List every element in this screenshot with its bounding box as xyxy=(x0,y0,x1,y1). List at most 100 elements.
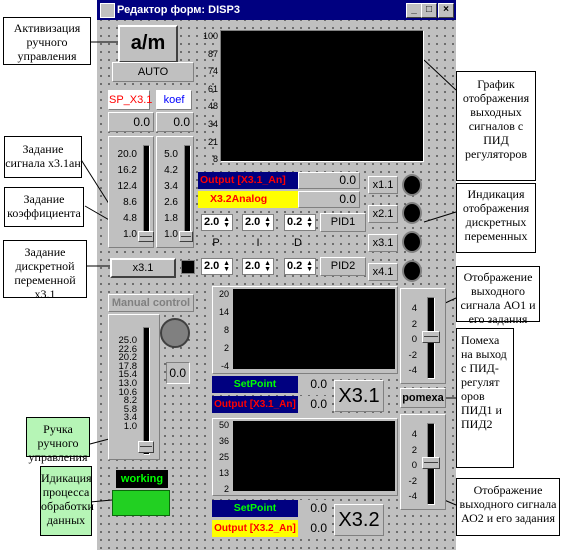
d-label: D xyxy=(294,237,302,249)
manual-tick: 20.2 xyxy=(118,352,138,364)
window-title: Редактор форм: DISP3 xyxy=(117,4,240,16)
indicator-x31-lamp xyxy=(402,231,422,253)
spinner-arrows-icon[interactable]: ▲▼ xyxy=(264,216,271,229)
pid1-p-spinner[interactable]: 2.0▲▼ xyxy=(201,214,233,231)
pid2-i-spinner[interactable]: 2.0▲▼ xyxy=(242,258,274,275)
pid2-p-value: 2.0 xyxy=(204,260,220,272)
sp-value: 0.0 xyxy=(108,112,154,132)
y-tick: 13 xyxy=(218,468,229,478)
ao2-setpoint-label: SetPoint xyxy=(212,500,298,517)
close-button[interactable]: × xyxy=(438,3,454,18)
sp-label: SP_X3.1 xyxy=(108,90,152,110)
manual-tick: 1.0 xyxy=(123,420,137,432)
manual-tick: 8.2 xyxy=(123,395,137,407)
ao2-big-label: X3.2 xyxy=(334,504,384,536)
y-tick: 74 xyxy=(207,66,218,77)
spinner-arrows-icon[interactable]: ▲▼ xyxy=(306,260,313,273)
pid1-i-spinner[interactable]: 2.0▲▼ xyxy=(242,214,274,231)
ao1-output-label: Output [X3.1_An] xyxy=(212,396,298,413)
sp-tick: 16.2 xyxy=(117,165,137,176)
y-tick: 87 xyxy=(207,48,218,59)
sp-slider-thumb[interactable] xyxy=(138,231,154,242)
y-tick: 8 xyxy=(223,325,229,335)
pid2-label: PID2 xyxy=(320,257,366,276)
window-titlebar: Редактор форм: DISP3 _ □ × xyxy=(97,0,456,20)
sp-tick: 1.0 xyxy=(123,229,137,240)
ao1-setpoint-value: 0.0 xyxy=(298,376,330,393)
callout-coefficient: Задание коэффициента xyxy=(4,187,84,227)
koef-slider-track[interactable] xyxy=(184,145,191,241)
auto-status: AUTO xyxy=(112,62,194,82)
y-tick: 34 xyxy=(207,118,218,129)
indicator-x31-label: x3.1 xyxy=(368,234,398,252)
manual-tick: 10.6 xyxy=(118,386,138,398)
noise-tick: 4 xyxy=(411,303,417,314)
app-icon xyxy=(100,3,115,18)
noise-tick: 0 xyxy=(411,460,417,472)
indicator-x41-label: x4.1 xyxy=(368,263,398,281)
y-tick: 50 xyxy=(218,420,229,430)
sp-tick: 8.6 xyxy=(123,197,137,208)
pid2-i-value: 2.0 xyxy=(245,260,261,272)
noise-tick: 2 xyxy=(411,444,417,456)
callout-discrete-variable: Задание дискретной переменной x3.1 xyxy=(3,240,87,301)
manual-tick: 13.0 xyxy=(118,377,138,389)
x31-indicator xyxy=(181,260,195,274)
koef-value: 0.0 xyxy=(156,112,194,132)
manual-slider-thumb[interactable] xyxy=(138,441,154,453)
pid2-d-spinner[interactable]: 0.2▲▼ xyxy=(284,258,316,275)
callout-setpoint: Задание сигнала x3.1ан xyxy=(4,136,82,178)
sp-slider-track[interactable] xyxy=(143,145,150,241)
indicator-x11-lamp xyxy=(402,174,422,196)
y-tick: 2 xyxy=(223,343,229,353)
x32-analog-value: 0.0 xyxy=(298,191,360,208)
manual-slider-track[interactable] xyxy=(143,327,150,455)
ao2-output-label: Output [X3.2_An] xyxy=(212,520,298,537)
spinner-arrows-icon[interactable]: ▲▼ xyxy=(306,216,313,229)
maximize-button[interactable]: □ xyxy=(421,3,437,18)
callout-handle: Ручка ручного управления xyxy=(26,417,90,464)
ao1-graph xyxy=(233,289,395,369)
output-x31-value: 0.0 xyxy=(298,172,360,189)
spinner-arrows-icon[interactable]: ▲▼ xyxy=(223,216,230,229)
noise-slider-2-thumb[interactable] xyxy=(422,457,440,469)
y-tick: 14 xyxy=(218,307,229,317)
x31-toggle-button[interactable]: x3.1 xyxy=(110,258,176,278)
indicator-x21-lamp xyxy=(402,202,422,224)
manual-value: 0.0 xyxy=(166,362,190,384)
y-tick: 8 xyxy=(212,154,218,165)
working-label: working xyxy=(116,470,168,488)
minimize-button[interactable]: _ xyxy=(406,3,422,18)
manual-tick: 3.4 xyxy=(123,412,137,424)
spinner-arrows-icon[interactable]: ▲▼ xyxy=(223,260,230,273)
y-tick: 25 xyxy=(218,452,229,462)
sp-tick: 20.0 xyxy=(117,149,137,160)
manual-mode-button[interactable]: a/m xyxy=(118,25,178,63)
koef-tick: 1.0 xyxy=(164,229,178,240)
pid1-d-spinner[interactable]: 0.2▲▼ xyxy=(284,214,316,231)
callout-graph: График отображения выходных сигналов с П… xyxy=(456,71,536,181)
y-tick: 36 xyxy=(218,436,229,446)
manual-tick: 22.6 xyxy=(118,343,138,355)
pid1-i-value: 2.0 xyxy=(245,216,261,228)
manual-tick: 15.4 xyxy=(118,369,138,381)
noise-tick: -2 xyxy=(408,349,417,361)
koef-tick: 5.0 xyxy=(164,149,178,160)
koef-slider-thumb[interactable] xyxy=(179,231,193,242)
output-x31-label: Output [X3.1_An] xyxy=(198,172,298,189)
pid2-p-spinner[interactable]: 2.0▲▼ xyxy=(201,258,233,275)
noise-slider-1-thumb[interactable] xyxy=(422,331,440,343)
callout-ao1: Отображение выходного сигнала АО1 и его … xyxy=(456,266,540,326)
ao2-output-value: 0.0 xyxy=(298,520,330,537)
spinner-arrows-icon[interactable]: ▲▼ xyxy=(264,260,271,273)
